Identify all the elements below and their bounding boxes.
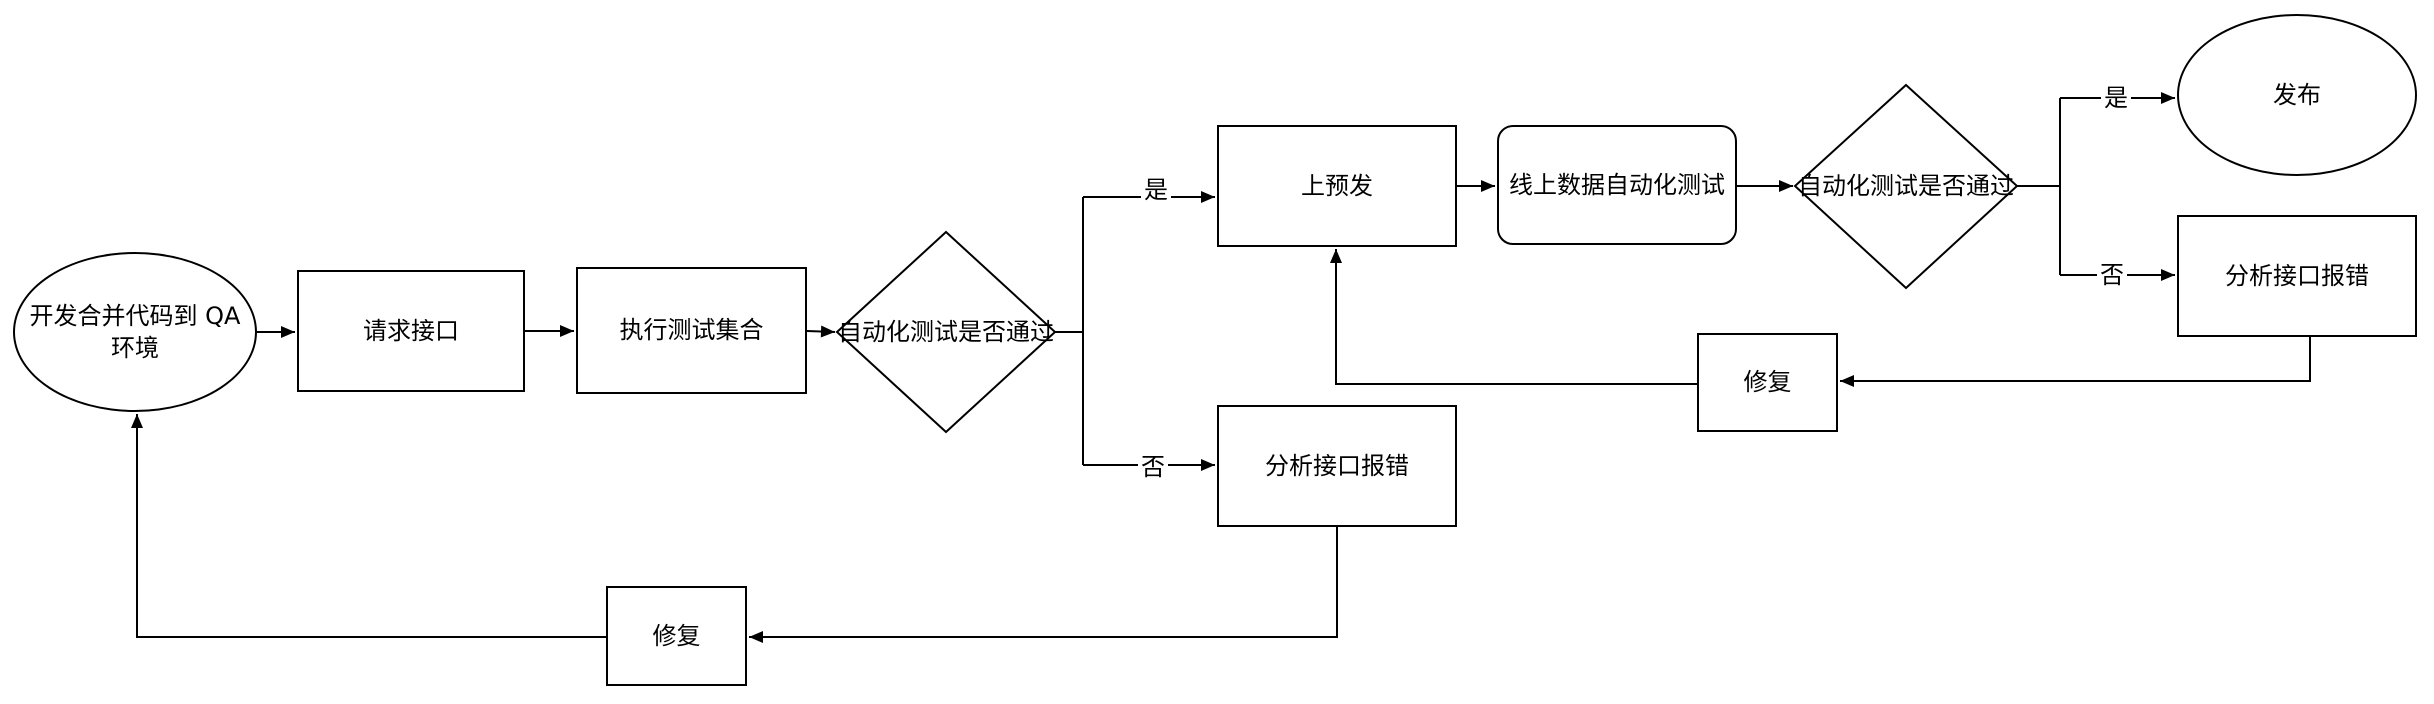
- label-qa-yes: 是: [1141, 177, 1171, 203]
- node-request-api: 请求接口: [297, 270, 525, 392]
- node-online-pass-decision-label: 自动化测试是否通过: [1798, 172, 2014, 200]
- node-pre-release: 上预发: [1217, 125, 1457, 247]
- node-analyze-error-qa: 分析接口报错: [1217, 405, 1457, 527]
- node-online-data-test: 线上数据自动化测试: [1497, 125, 1737, 245]
- edge-fix-online-to-pre-release: [1330, 249, 1697, 385]
- label-online-yes: 是: [2101, 85, 2131, 111]
- node-fix-online: 修复: [1697, 333, 1838, 432]
- node-publish: 发布: [2177, 14, 2417, 176]
- edge-analyze-error-qa-to-fix-qa: [749, 527, 1338, 643]
- label-online-no: 否: [2097, 262, 2127, 288]
- node-qa-pass-decision-shape: [835, 230, 1057, 434]
- edge-qa-decision-branch-trunk: [1055, 197, 1084, 465]
- node-fix-qa: 修复: [606, 586, 747, 686]
- node-online-pass-decision-shape: [1793, 83, 2019, 290]
- node-run-test-suite: 执行测试集合: [576, 267, 807, 394]
- edge-online-decision-branch-trunk: [2017, 98, 2061, 275]
- node-analyze-error-online: 分析接口报错: [2177, 215, 2417, 337]
- label-qa-no: 否: [1138, 454, 1168, 480]
- edge-run-test-suite-to-qa-decision: [806, 325, 836, 338]
- edge-analyze-error-online-to-fix-online: [1840, 337, 2311, 387]
- node-start: 开发合并代码到 QA 环境: [13, 252, 257, 412]
- node-qa-pass-decision-label: 自动化测试是否通过: [838, 318, 1054, 346]
- edge-fix-qa-to-start: [131, 414, 606, 638]
